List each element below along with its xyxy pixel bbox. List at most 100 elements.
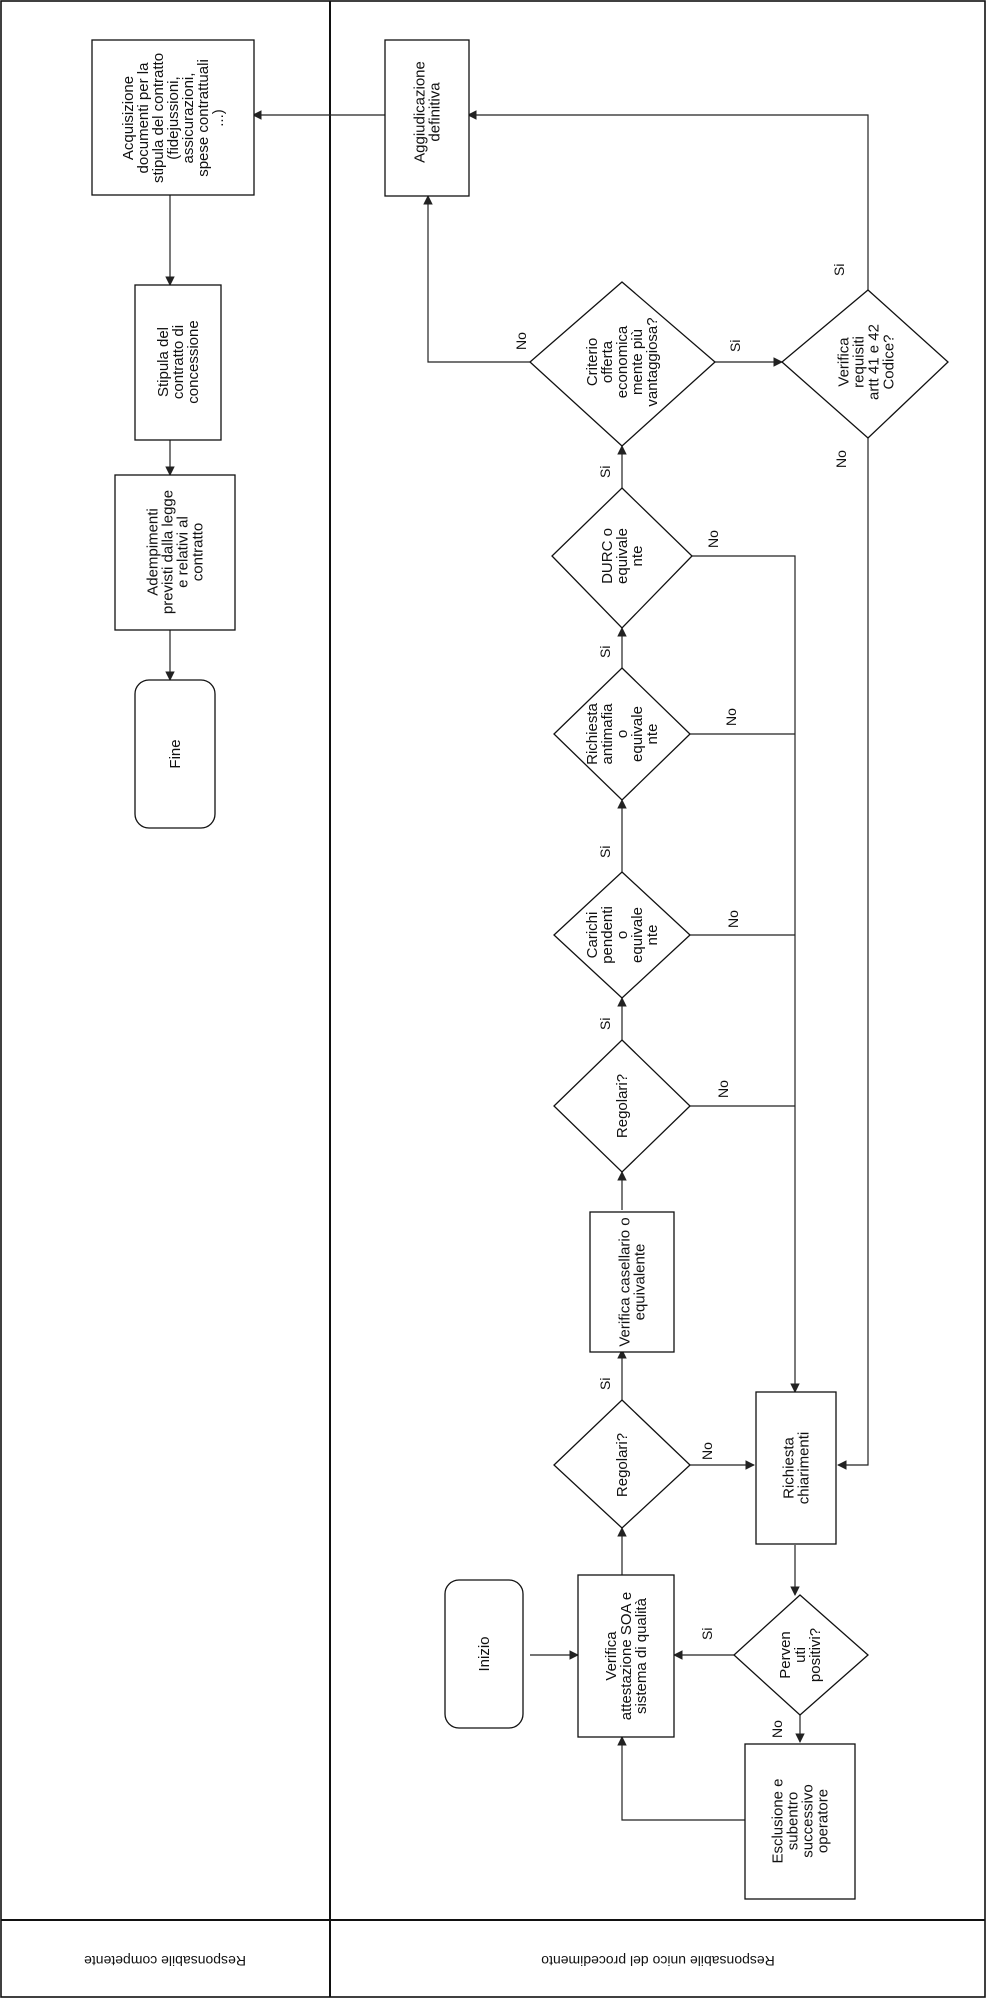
node-label-line: nte (644, 724, 661, 745)
node-label-line: nte (644, 925, 661, 946)
node-regolari-1-label: Regolari? (614, 1433, 631, 1497)
node-durc-label: DURC oequivalente (599, 528, 646, 584)
flow-nodes: Inizio Verificaattestazione SOA esistema… (91, 39, 949, 1900)
node-label-line: operatore (815, 1789, 832, 1853)
node-label-line: requisiti (851, 336, 868, 388)
node-label-line: Verifica (603, 1631, 620, 1681)
node-label-line: contratto (190, 523, 207, 581)
label-carichi-no: No (725, 910, 741, 928)
node-regolari-1: Regolari? (553, 1399, 691, 1529)
label-durc-no: No (705, 530, 721, 548)
label-antimafia-si: Si (597, 646, 613, 658)
flow-connectors (165, 110, 869, 1821)
node-durc: DURC oequivalente (551, 487, 693, 629)
node-esclusione: Esclusione esubentrosuccessivooperatore (744, 1743, 856, 1900)
node-label-line: o (614, 730, 631, 738)
node-adempimenti-label: Adempimentiprevisti dalla leggee relativ… (145, 490, 207, 614)
edge-criterio-no-to-aggiudicazione (423, 195, 530, 363)
node-pervenuti-positivi: Pervenutipositivi? (733, 1594, 869, 1716)
node-label-line: uti (792, 1647, 809, 1663)
node-verifica-soa: Verificaattestazione SOA esistema di qua… (577, 1574, 675, 1738)
node-label-line: chiarimenti (796, 1432, 813, 1505)
node-verifica-soa-label: Verificaattestazione SOA esistema di qua… (603, 1592, 650, 1720)
lane-label-competente: Responsabile competente (84, 1953, 246, 1969)
label-antimafia-no: No (723, 708, 739, 726)
node-regolari-2-label: Regolari? (614, 1074, 631, 1138)
node-label-line: Carichi (584, 912, 601, 959)
node-label-line: offerta (599, 340, 616, 383)
node-label-line: equivale (629, 706, 646, 762)
node-label-line: Codice? (881, 334, 898, 389)
node-regolari-2: Regolari? (553, 1039, 691, 1173)
label-criterio-si: Si (727, 340, 743, 352)
lane-label-procedimento: Responsabile unico del procedimento (541, 1953, 775, 1969)
node-label-line: equivale (629, 907, 646, 963)
node-stipula-label: Stipula delcontratto diconcessione (155, 320, 202, 403)
node-carichi-pendenti-label: Carichipendentioequivalente (584, 906, 661, 964)
node-label-line: Adempimenti (145, 508, 162, 596)
node-carichi-pendenti: Carichipendentioequivalente (553, 871, 691, 999)
node-richiesta-antimafia: Richiestaantimafiaoequivalente (553, 667, 691, 801)
node-label-line: mente più (629, 329, 646, 395)
node-label-line: equivalente (632, 1244, 649, 1321)
edge-requisiti-no-to-chiarimenti (837, 438, 869, 1470)
node-label-line: Regolari? (614, 1433, 631, 1497)
node-fine-label: Fine (167, 739, 184, 768)
node-label-line: Criterio (584, 338, 601, 386)
label-requisiti-no: No (833, 450, 849, 468)
node-label-line: Perven (777, 1631, 794, 1679)
node-label-line: economica (614, 325, 631, 398)
label-criterio-no: No (513, 332, 529, 350)
node-label-line: positivi? (807, 1628, 824, 1682)
node-label-line: sistema di qualità (633, 1597, 650, 1714)
node-label-line: Stipula del (155, 327, 172, 397)
node-inizio: Inizio (444, 1579, 524, 1729)
label-regolari-si: Si (597, 1378, 613, 1390)
node-verifica-requisiti-label: Verificarequisitiartt 41 e 42Codice? (836, 324, 898, 400)
edge-durc-no-to-chiarimenti (692, 555, 800, 1393)
node-richiesta-antimafia-label: Richiestaantimafiaoequivalente (584, 703, 661, 765)
node-label-line: Richiesta (781, 1437, 798, 1499)
node-esclusione-label: Esclusione esubentrosuccessivooperatore (770, 1778, 832, 1863)
node-label-line: artt 41 e 42 (866, 324, 883, 400)
node-aggiudicazione: Aggiudicazionedefinitiva (384, 39, 470, 197)
node-acquisizione: Acquisizionedocumenti per lastipula del … (91, 39, 255, 196)
node-label-line: Regolari? (614, 1074, 631, 1138)
edge-labels: Si No Si No Si No Si No Si No Si No Si N… (513, 264, 849, 1738)
node-richiesta-chiarimenti-label: Richiestachiarimenti (781, 1432, 813, 1505)
label-carichi-si: Si (597, 846, 613, 858)
label-requisiti-si: Si (831, 264, 847, 276)
label-regolari-no: No (699, 1442, 715, 1460)
node-label-line: e relativi al (175, 516, 192, 588)
node-label-line: documenti per la (135, 62, 152, 174)
node-adempimenti: Adempimentiprevisti dalla leggee relativ… (114, 474, 236, 631)
node-label-line: subentro (785, 1792, 802, 1850)
node-label-line: assicurazioni, (180, 73, 197, 164)
node-verifica-casellario-label: Verifica casellario oequivalente (617, 1217, 649, 1346)
node-label-line: concessione (185, 320, 202, 403)
node-label-line: Acquisizione (120, 76, 137, 160)
node-aggiudicazione-label: Aggiudicazionedefinitiva (412, 61, 444, 163)
node-label-line: Esclusione e (770, 1778, 787, 1863)
node-acquisizione-label: Acquisizionedocumenti per lastipula del … (120, 53, 227, 183)
label-durc-si: Si (597, 466, 613, 478)
node-label-line: antimafia (599, 703, 616, 765)
label-regolari2-no: No (715, 1080, 731, 1098)
node-label-line: DURC o (599, 528, 616, 584)
node-label-line: previsti dalla legge (160, 490, 177, 614)
node-stipula: Stipula delcontratto diconcessione (134, 284, 222, 441)
node-label-line: stipula del contratto (150, 53, 167, 183)
node-label-line: Verifica casellario o (617, 1217, 634, 1346)
node-label-line: contratto di (170, 325, 187, 399)
node-verifica-casellario: Verifica casellario oequivalente (589, 1211, 675, 1353)
node-label-line: attestazione SOA e (618, 1592, 635, 1720)
node-label-line: successivo (800, 1784, 817, 1857)
node-label-line: Aggiudicazione (412, 61, 429, 163)
node-inizio-label: Inizio (476, 1636, 493, 1671)
node-label-line: ...) (210, 109, 227, 127)
node-verifica-requisiti: Verificarequisitiartt 41 e 42Codice? (781, 289, 949, 439)
node-label-line: definitiva (427, 82, 444, 142)
node-label-line: Fine (167, 739, 184, 768)
